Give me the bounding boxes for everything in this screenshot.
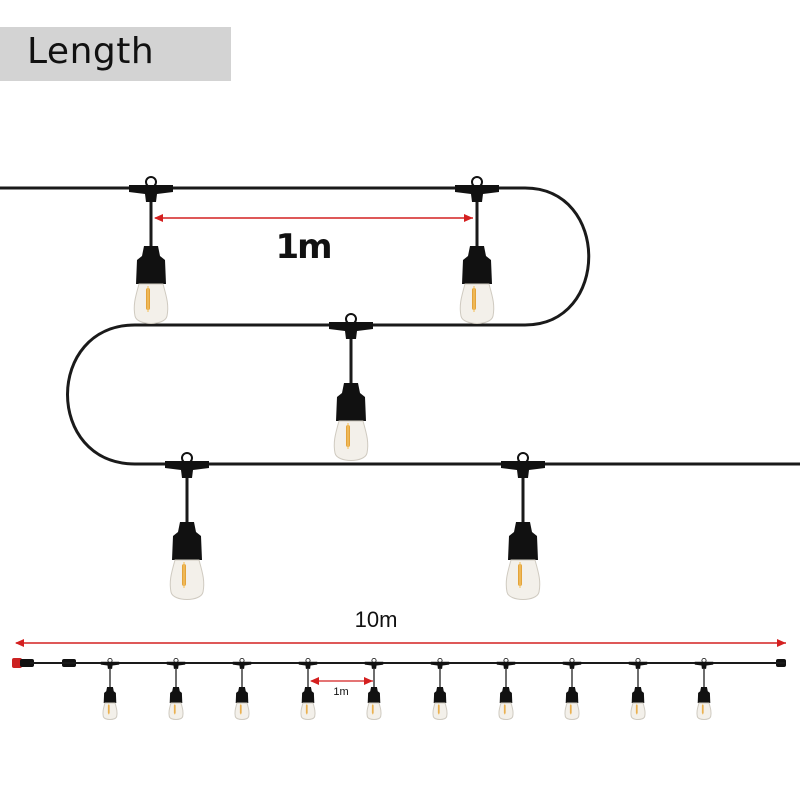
large-bulb-2: [455, 176, 499, 324]
small-bulb-5: [364, 657, 384, 721]
total-length-label: 10m: [355, 607, 398, 632]
overview-spacing-label: 1m: [333, 686, 348, 698]
small-bulb-2: [166, 657, 186, 721]
small-bulb-10: [694, 657, 714, 721]
serpentine-cable: [0, 186, 800, 466]
large-bulb-5: [501, 452, 545, 600]
small-bulb-6: [430, 657, 450, 721]
small-bulb-1: [100, 657, 120, 721]
large-bulbs-group: [129, 176, 545, 600]
power-plug: [12, 658, 786, 668]
small-bulb-9: [628, 657, 648, 721]
small-bulb-7: [496, 657, 516, 721]
title-label: Length: [27, 31, 155, 72]
spacing-label: 1m: [275, 227, 330, 267]
small-bulb-8: [562, 657, 582, 721]
small-bulbs-group: [100, 657, 714, 721]
small-bulb-4: [298, 657, 318, 721]
large-bulb-1: [129, 176, 173, 324]
title-banner: Length: [0, 27, 231, 81]
small-bulb-3: [232, 657, 252, 721]
large-bulb-4: [165, 452, 209, 600]
large-bulb-3: [329, 313, 373, 461]
